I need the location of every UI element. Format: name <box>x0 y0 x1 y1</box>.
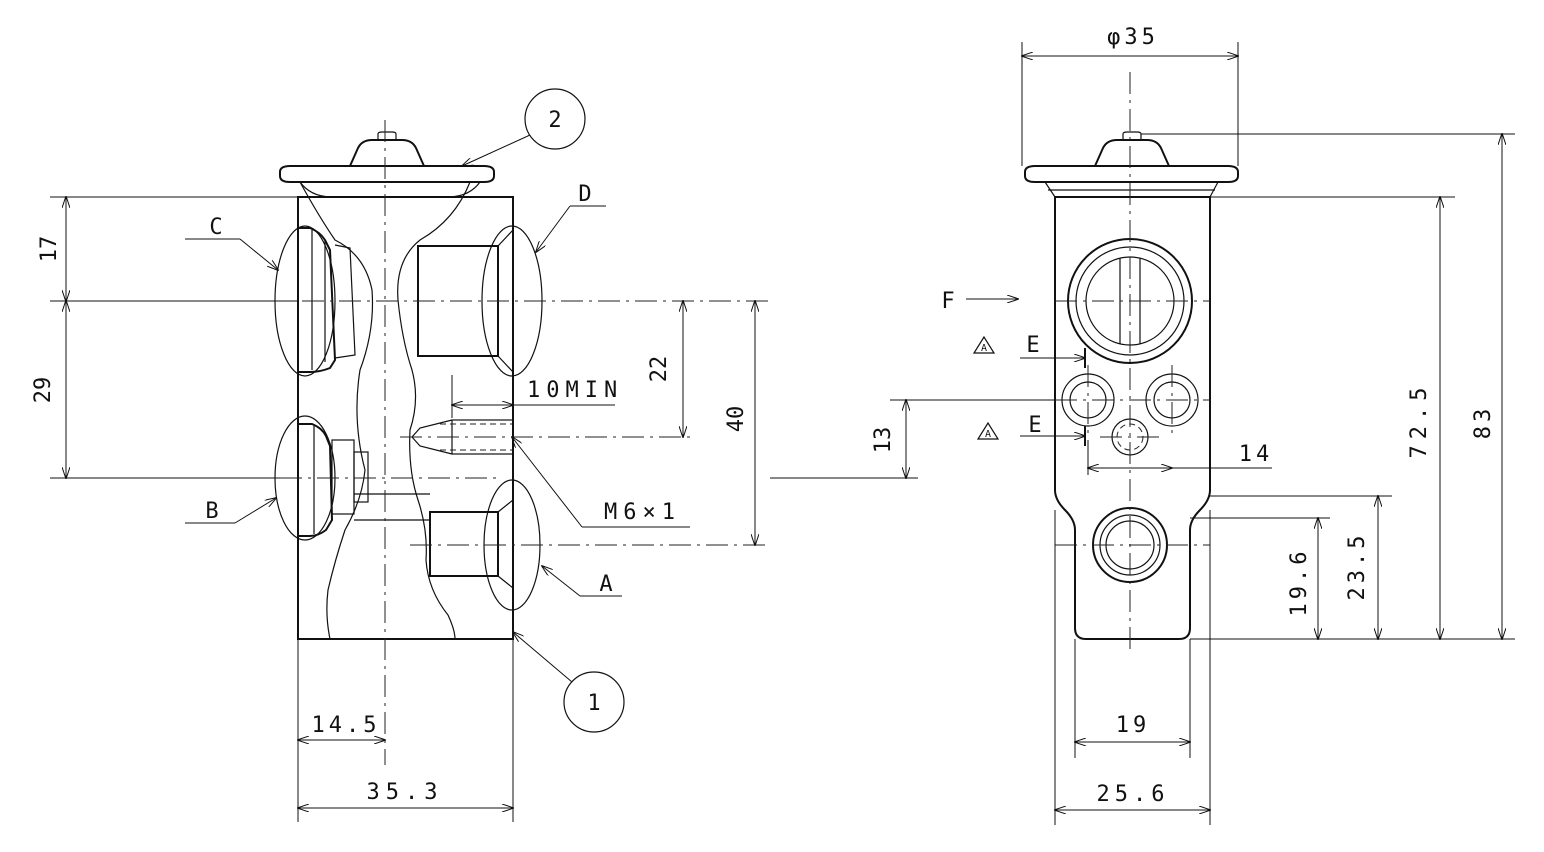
thread-spec: M6×1 <box>604 500 681 525</box>
dim-25-6: 25.6 <box>1097 782 1170 807</box>
label-c: C <box>209 215 222 240</box>
diaphragm-head-front <box>1024 131 1239 198</box>
section-break-right <box>397 181 471 640</box>
label-b: B <box>205 499 218 524</box>
dim-22: 22 <box>647 356 672 383</box>
tapped-hole <box>411 419 514 455</box>
side-view: 17 29 22 40 10MIN M6×1 14.5 35.3 2 1 <box>31 88 770 822</box>
dim-10min: 10MIN <box>527 378 623 403</box>
port-a <box>429 499 514 589</box>
dim-17: 17 <box>37 236 62 263</box>
label-a: A <box>599 572 612 597</box>
svg-text:A: A <box>985 429 991 440</box>
dim-19-6: 19.6 <box>1287 548 1312 617</box>
dim-72-5: 72.5 <box>1407 382 1432 459</box>
valve-body-front <box>1054 196 1211 640</box>
svg-text:A: A <box>981 343 987 354</box>
dim-19: 19 <box>1116 713 1151 738</box>
callout-bubble-2 <box>524 88 586 150</box>
dim-13: 13 <box>871 427 896 454</box>
dim-40: 40 <box>724 406 749 433</box>
warning-icon: A <box>976 421 1000 440</box>
dim-23-5: 23.5 <box>1345 532 1370 601</box>
label-f: F <box>941 289 954 314</box>
dim-35-3: 35.3 <box>367 780 444 805</box>
dim-29: 29 <box>31 377 56 404</box>
dim-14-5: 14.5 <box>312 713 381 738</box>
warning-icon: A <box>972 335 996 354</box>
label-e-upper: E <box>1026 333 1039 358</box>
section-break-left <box>299 181 374 640</box>
callout-1-label: 1 <box>587 691 600 716</box>
port-b <box>298 423 430 537</box>
label-e-lower: E <box>1028 413 1041 438</box>
dim-phi35: φ35 <box>1107 25 1159 50</box>
diaphragm-head-side <box>279 131 495 198</box>
callout-bubble-1 <box>563 671 625 733</box>
dim-83: 83 <box>1471 405 1496 440</box>
callout-2-label: 2 <box>548 108 561 133</box>
dim-14: 14 <box>1239 442 1274 467</box>
front-view: φ35 F A E A E 13 14 19 <box>770 25 1515 825</box>
label-d: D <box>578 182 591 207</box>
